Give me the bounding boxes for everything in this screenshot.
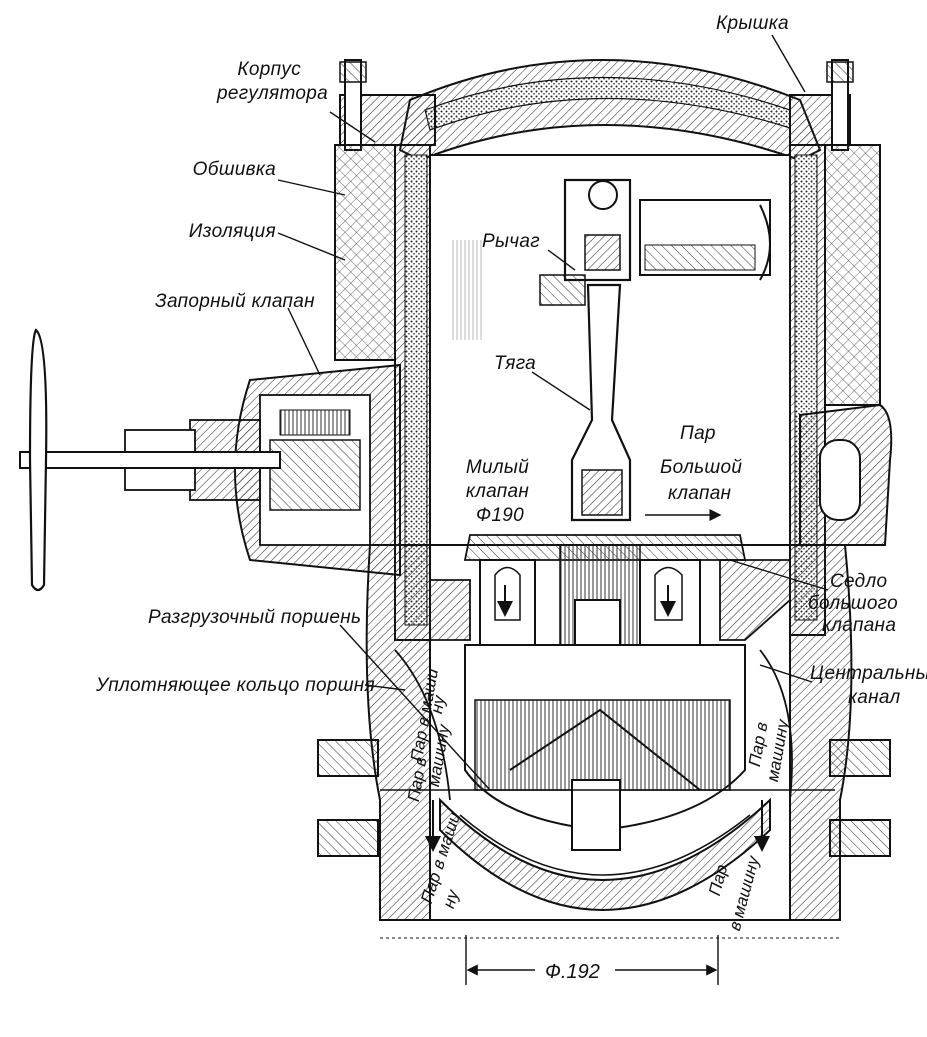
- label-tyaga: Тяга: [494, 353, 537, 374]
- label-kryshka: Крышка: [716, 13, 789, 34]
- valve-assembly: [429, 534, 791, 741]
- label-rychag: Рычаг: [482, 231, 540, 252]
- cover-dome: [398, 59, 822, 162]
- label-korpus-line1: Корпус: [237, 59, 301, 80]
- lower-bowl: [439, 797, 771, 911]
- right-jacket: [789, 144, 893, 636]
- label-razgruzochnyi: Разгрузочный поршень: [148, 607, 362, 628]
- label-tsentralnyi-line1: Центральный: [810, 663, 927, 684]
- lever: [539, 178, 771, 306]
- lower-body: [317, 544, 891, 939]
- rod: [570, 283, 632, 522]
- label-sedlo-line1: Седло: [830, 571, 888, 592]
- label-uplotnyayuschee: Уплотняющее кольцо поршня: [96, 675, 375, 696]
- label-dimension: Ф.192: [545, 961, 600, 983]
- flow-arrows: [425, 509, 770, 852]
- label-sedlo-line2: большого: [808, 593, 899, 614]
- label-malyi-line1: Милый: [465, 457, 530, 478]
- label-par-top: Пар: [680, 423, 716, 444]
- dimension-line: [465, 935, 719, 985]
- label-korpus-line2: регулятора: [217, 83, 328, 104]
- left-jacket: [334, 144, 431, 641]
- label-sedlo-line3: клапана: [822, 615, 897, 636]
- label-zapornyi-klapan: Запорный клапан: [155, 291, 315, 312]
- label-bolshoi-line1: Большой: [660, 457, 743, 478]
- leader-lines: [277, 34, 829, 791]
- label-bolshoi-line2: клапан: [668, 483, 732, 504]
- label-malyi-line2: клапан: [465, 481, 530, 502]
- label-par-left-upper-2: ну: [427, 694, 449, 716]
- label-obshivka: Обшивка: [192, 159, 276, 180]
- label-malyi-diameter: Ф190: [475, 505, 524, 526]
- shutoff-valve: [19, 328, 401, 592]
- unloading-piston: [464, 644, 746, 851]
- label-tsentralnyi-line2: канал: [848, 687, 901, 708]
- label-izolyaciya: Изоляция: [188, 221, 276, 242]
